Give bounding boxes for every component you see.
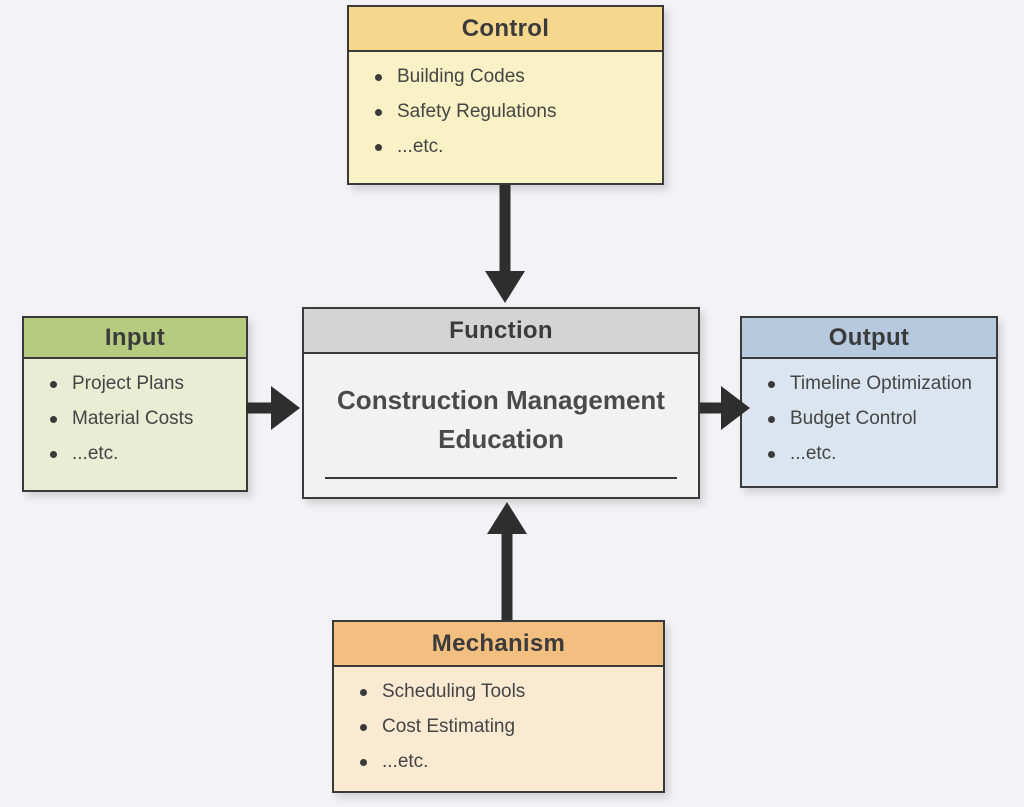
control-box-body: Building Codes Safety Regulations ...etc… — [349, 52, 662, 183]
bullet-icon — [360, 723, 367, 731]
list-item-label: Project Plans — [72, 373, 184, 394]
list-item: ...etc. — [375, 136, 652, 158]
bullet-icon — [360, 688, 367, 696]
output-box-body: Timeline Optimization Budget Control ...… — [742, 359, 996, 486]
list-item-label: ...etc. — [72, 443, 119, 464]
mechanism-box-title: Mechanism — [334, 622, 663, 667]
list-item: Safety Regulations — [375, 101, 652, 123]
list-item-label: Safety Regulations — [397, 101, 557, 122]
control-box-title: Control — [349, 7, 662, 52]
list-item-label: Building Codes — [397, 66, 525, 87]
bullet-icon — [375, 73, 382, 81]
list-item: ...etc. — [360, 751, 653, 773]
list-item: Material Costs — [50, 408, 236, 430]
bullet-icon — [768, 380, 775, 388]
function-name: Construction Management Education — [337, 384, 665, 454]
bullet-icon — [375, 143, 382, 151]
list-item-label: Timeline Optimization — [790, 373, 972, 394]
list-item-label: Material Costs — [72, 408, 194, 429]
list-item-label: ...etc. — [790, 443, 837, 464]
bullet-icon — [360, 758, 367, 766]
input-box-body: Project Plans Material Costs ...etc. — [24, 359, 246, 490]
list-item: Project Plans — [50, 373, 236, 395]
list-item: Building Codes — [375, 66, 652, 88]
bullet-icon — [50, 380, 57, 388]
input-box-title: Input — [24, 318, 246, 359]
list-item-label: Scheduling Tools — [382, 681, 526, 702]
bullet-icon — [375, 108, 382, 116]
arrow-function-to-output-icon — [700, 386, 750, 430]
arrow-control-to-function-icon — [483, 185, 527, 303]
list-item: ...etc. — [50, 443, 236, 465]
arrow-input-to-function-icon — [246, 386, 300, 430]
bullet-icon — [50, 415, 57, 423]
mechanism-item-list: Scheduling Tools Cost Estimating ...etc. — [334, 667, 663, 783]
function-box: Function Construction Management Educati… — [302, 307, 700, 499]
control-box: Control Building Codes Safety Regulation… — [347, 5, 664, 185]
list-item-label: Budget Control — [790, 408, 917, 429]
list-item-label: Cost Estimating — [382, 716, 516, 737]
function-box-body: Construction Management Education — [304, 354, 698, 497]
output-box: Output Timeline Optimization Budget Cont… — [740, 316, 998, 488]
bullet-icon — [50, 450, 57, 458]
mechanism-box: Mechanism Scheduling Tools Cost Estimati… — [332, 620, 665, 793]
bullet-icon — [768, 450, 775, 458]
control-item-list: Building Codes Safety Regulations ...etc… — [349, 52, 662, 168]
output-box-title: Output — [742, 318, 996, 359]
input-box: Input Project Plans Material Costs ...et… — [22, 316, 248, 492]
list-item: Timeline Optimization — [768, 373, 986, 395]
list-item: ...etc. — [768, 443, 986, 465]
list-item: Scheduling Tools — [360, 681, 653, 703]
function-underline — [325, 477, 677, 479]
bullet-icon — [768, 415, 775, 423]
list-item-label: ...etc. — [382, 751, 429, 772]
list-item: Cost Estimating — [360, 716, 653, 738]
arrow-mechanism-to-function-icon — [485, 502, 529, 620]
list-item-label: ...etc. — [397, 136, 444, 157]
mechanism-box-body: Scheduling Tools Cost Estimating ...etc. — [334, 667, 663, 791]
function-box-title: Function — [304, 309, 698, 354]
output-item-list: Timeline Optimization Budget Control ...… — [742, 359, 996, 475]
list-item: Budget Control — [768, 408, 986, 430]
input-item-list: Project Plans Material Costs ...etc. — [24, 359, 246, 475]
